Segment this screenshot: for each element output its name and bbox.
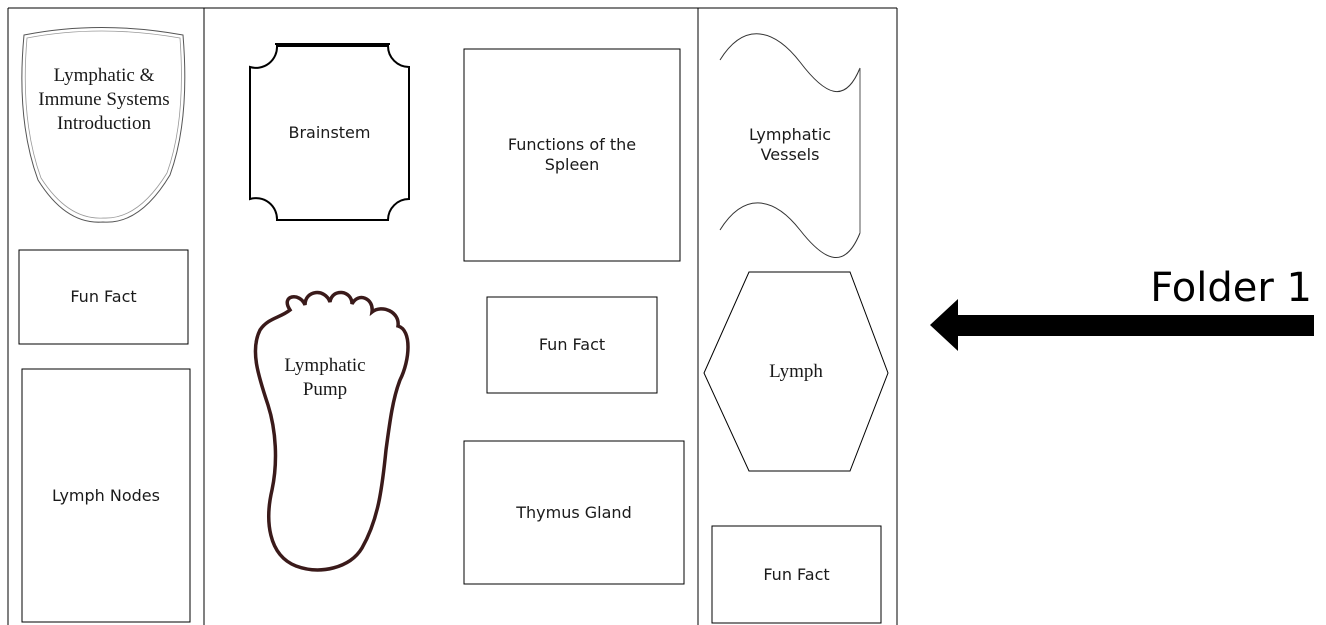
right-fun-fact-box: [711, 525, 882, 624]
lymph-hexagon-shape: [703, 271, 889, 472]
spleen-box: [463, 48, 681, 262]
lymphatic-vessels-label: Lymphatic Vessels: [748, 125, 832, 164]
lymph-nodes-box: [21, 368, 191, 623]
center-fun-fact-box: [486, 296, 658, 394]
intro-shield-shape: [21, 27, 186, 223]
thymus-label: Thymus Gland: [516, 502, 632, 522]
thymus-box: [463, 440, 685, 585]
arrow-shaft: [950, 315, 1314, 336]
center-fun-fact-label: Fun Fact: [538, 335, 606, 354]
right-fun-fact-label: Fun Fact: [763, 564, 830, 584]
brainstem-plaque-shape: [249, 45, 410, 221]
foot-shape: [253, 290, 410, 572]
left-fun-fact-label: Fun Fact: [70, 287, 137, 306]
folder-label: Folder 1: [1150, 265, 1312, 311]
lymphatic-pump-label: Lymphatic Pump: [284, 355, 366, 400]
lymph-nodes-label: Lymph Nodes: [52, 485, 160, 505]
intro-shield-inner: [24, 30, 182, 219]
lymph-label: Lymph: [769, 360, 823, 382]
left-fun-fact-box: [18, 249, 189, 345]
vessels-wave-top: [719, 33, 861, 93]
spleen-label: Functions of the Spleen: [507, 135, 637, 174]
brainstem-label: Brainstem: [288, 123, 371, 142]
vessels-wave-bottom: [719, 202, 861, 259]
arrow-head-icon: [930, 299, 958, 351]
intro-label: Lymphatic & Immune Systems Introduction: [38, 65, 170, 134]
